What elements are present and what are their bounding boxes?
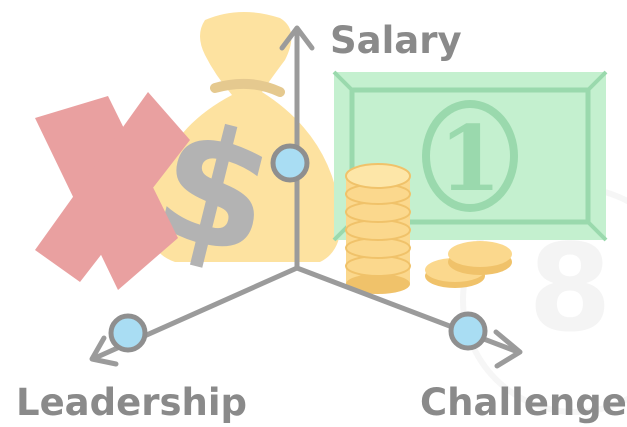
watermark-digit: 8 <box>528 220 612 359</box>
challenge-axis-label: Challenge <box>420 381 627 424</box>
salary-arrowhead <box>279 25 315 51</box>
cross-mark-icon <box>35 92 190 290</box>
leadership-axis-label: Leadership <box>16 381 247 424</box>
loose-coins-icon <box>425 241 512 288</box>
leadership-arrowhead <box>89 335 119 367</box>
challenge-arrowhead <box>493 329 523 369</box>
axis-nodes <box>108 143 488 353</box>
banknote-denomination: 1 <box>439 106 502 212</box>
challenge-node <box>448 311 488 351</box>
salary-axis-label: Salary <box>330 19 462 62</box>
diagram-canvas: 8 $ 1 <box>35 11 612 369</box>
salary-node <box>270 143 310 183</box>
leadership-node <box>108 313 148 353</box>
coin-stack-icon <box>345 163 411 294</box>
